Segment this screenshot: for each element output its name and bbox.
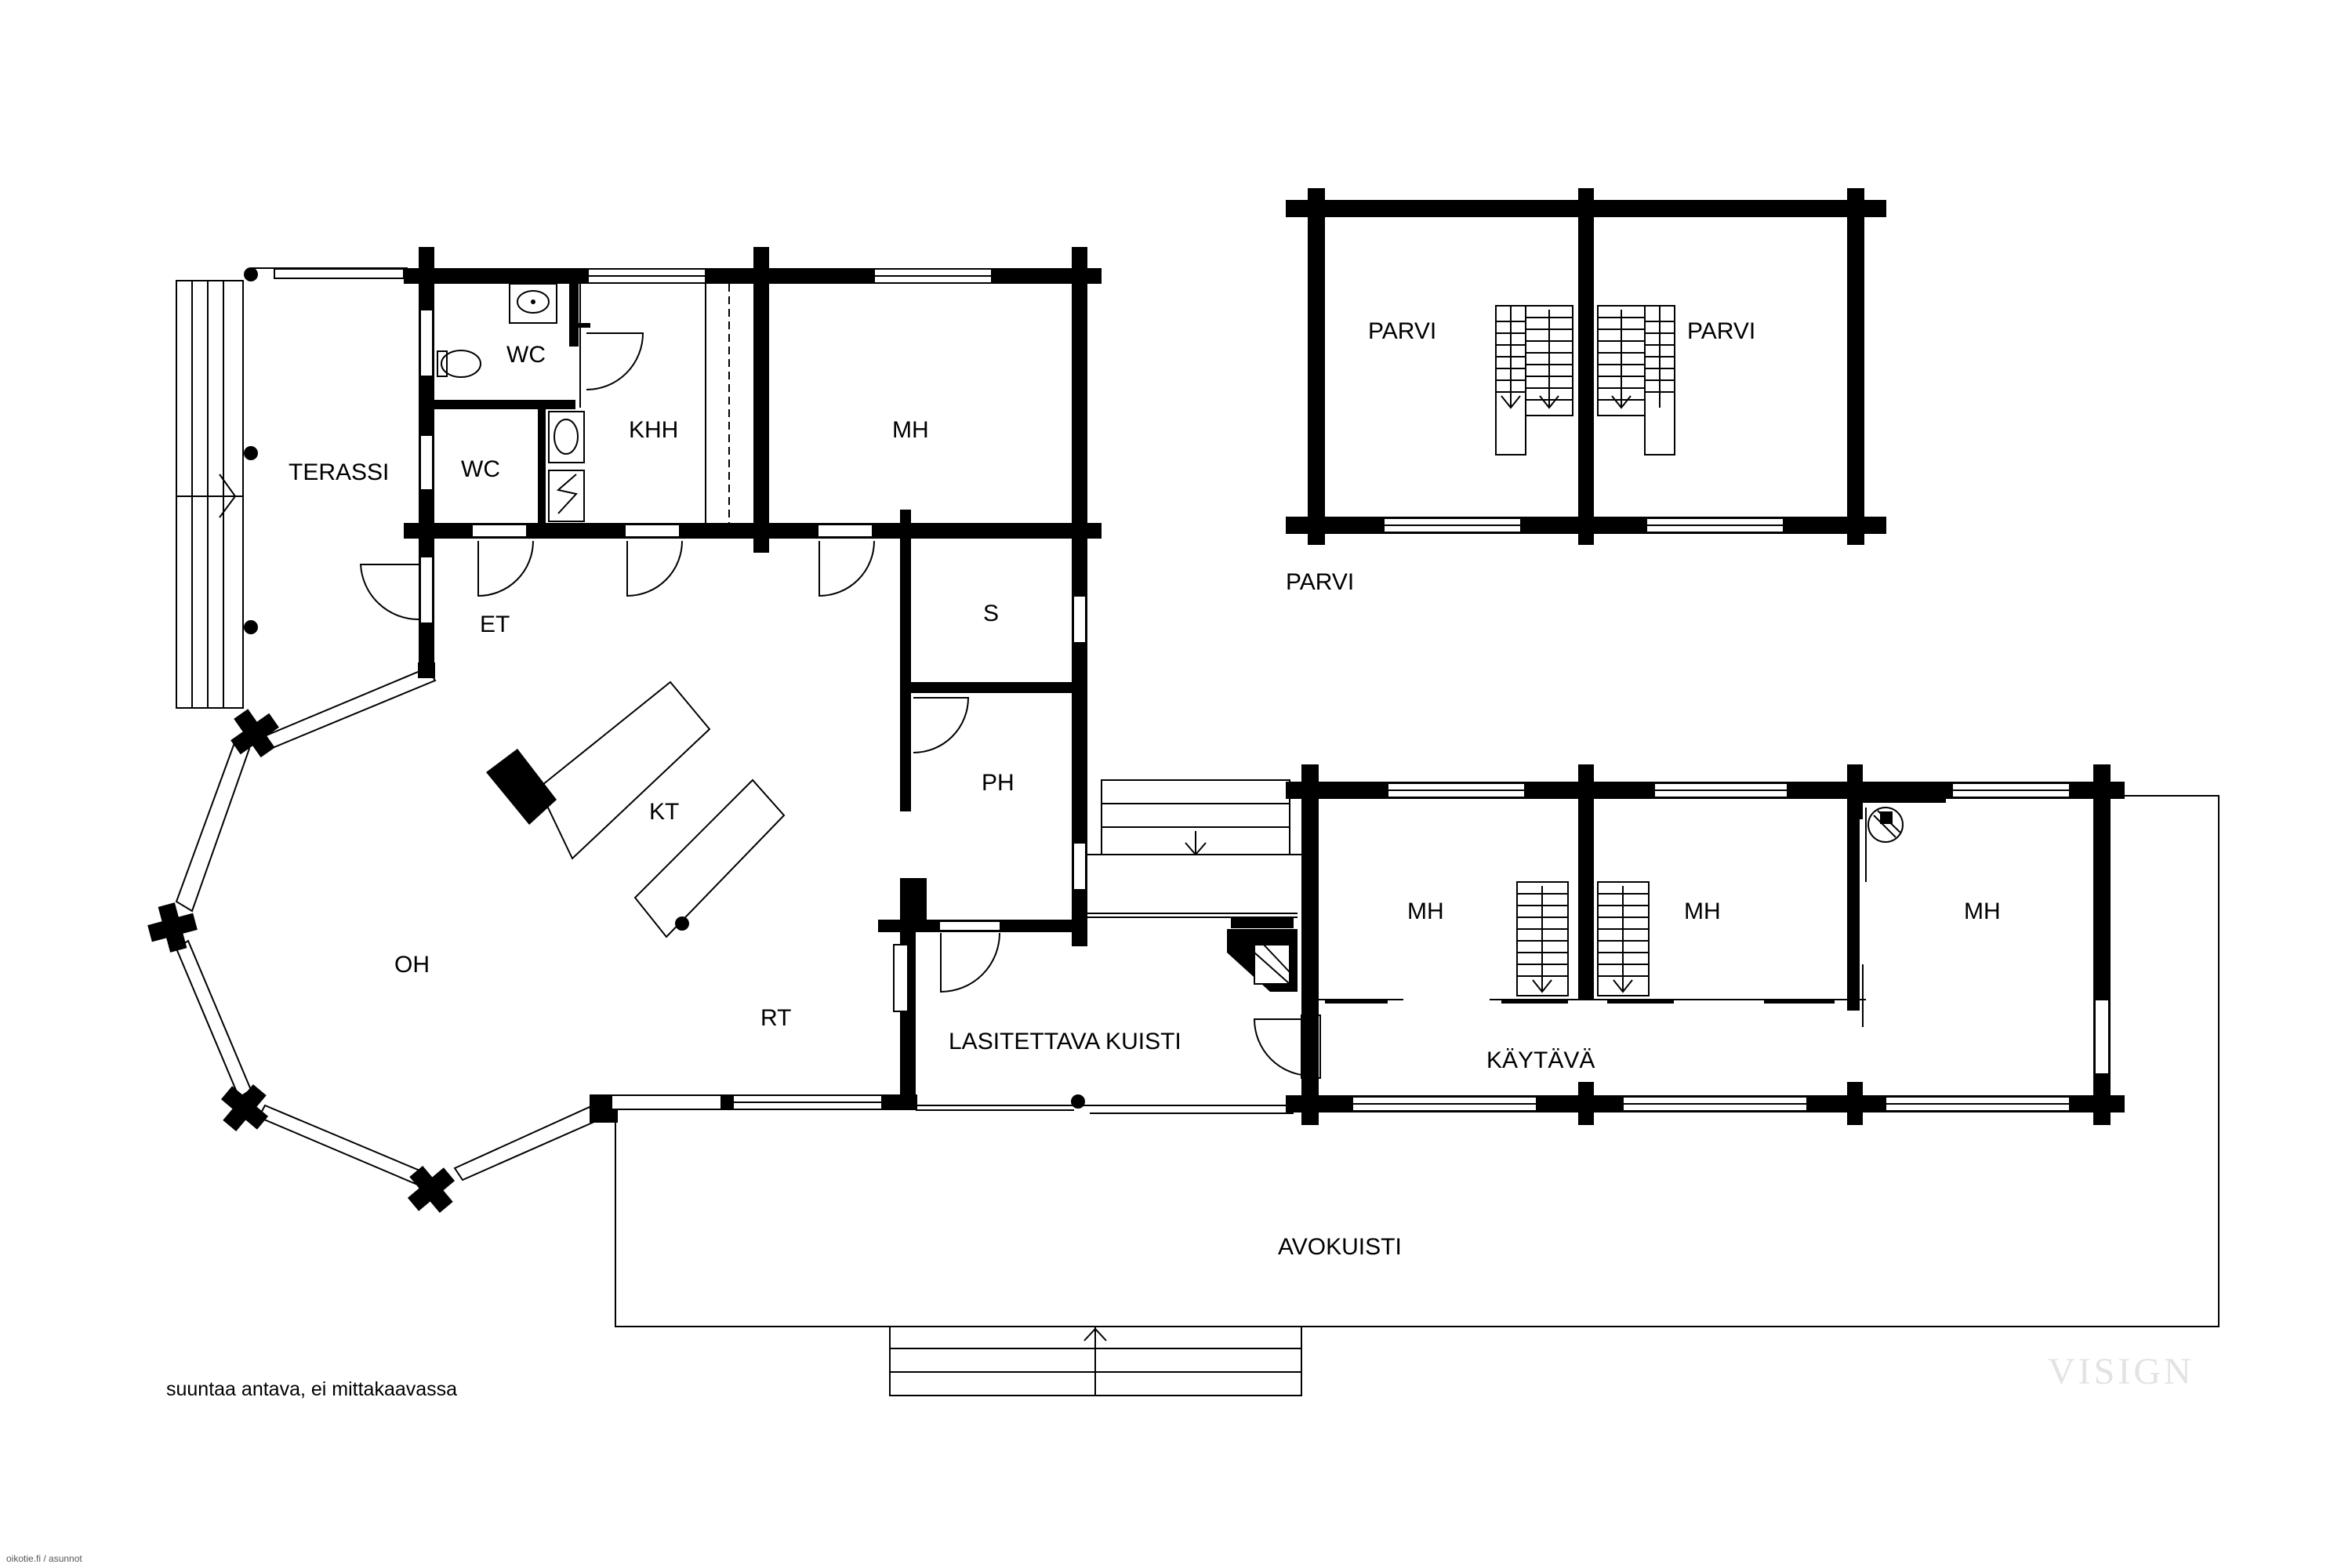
credit-text: oikotie.fi / asunnot: [6, 1553, 82, 1564]
terrace-deck: [176, 267, 408, 709]
label-wc-upper: WC: [506, 342, 546, 368]
east-stairs: [1516, 881, 1650, 996]
label-avokuisti: AVOKUISTI: [1278, 1234, 1402, 1260]
label-terassi: TERASSI: [289, 459, 389, 485]
label-oh: OH: [394, 952, 430, 978]
label-wc-lower: WC: [461, 456, 500, 482]
loft-stair-left: [1495, 305, 1573, 456]
label-loft: PARVI: [1286, 569, 1354, 595]
label-s: S: [983, 601, 999, 626]
loft-plan: [1286, 188, 1886, 545]
label-mh-middle: MH: [1684, 898, 1721, 924]
main-plan: [147, 247, 2220, 1396]
label-mh-right: MH: [1964, 898, 2001, 924]
label-mh-top: MH: [892, 417, 929, 443]
room-labels: PARVI PARVI PARVI TERASSI WC WC KHH MH E…: [289, 318, 2001, 1260]
label-khh: KHH: [629, 417, 678, 443]
label-rt: RT: [760, 1005, 791, 1031]
bay-walls: [147, 662, 618, 1214]
label-parvi-left: PARVI: [1368, 318, 1436, 344]
open-porch: [615, 795, 2220, 1396]
wc-fixtures: [437, 283, 644, 522]
label-kaytava: KÄYTÄVÄ: [1486, 1047, 1595, 1073]
label-ph: PH: [982, 770, 1014, 796]
watermark: VISIGN: [2048, 1351, 2194, 1392]
label-kt: KT: [649, 799, 679, 825]
label-et: ET: [480, 612, 510, 637]
label-mh-left: MH: [1407, 898, 1444, 924]
loft-stair-right: [1597, 305, 1675, 456]
scale-note: suuntaa antava, ei mittakaavassa: [166, 1378, 457, 1400]
kitchen-counters: [486, 681, 786, 938]
label-parvi-right: PARVI: [1687, 318, 1755, 344]
label-lasitettava-kuisti: LASITETTAVA KUISTI: [949, 1029, 1181, 1054]
